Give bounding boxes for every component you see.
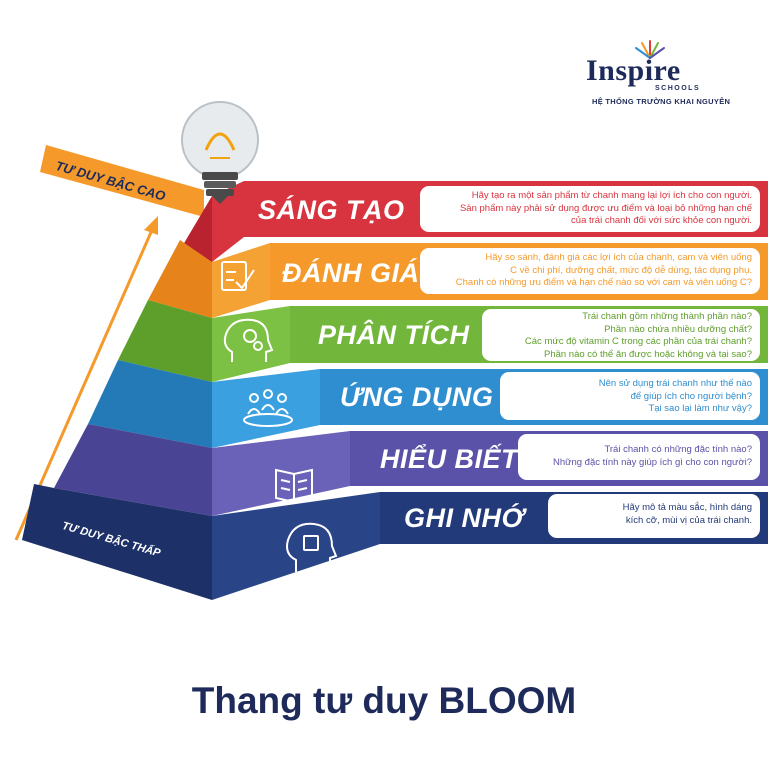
level-name-sang-tao: SÁNG TẠO bbox=[258, 195, 405, 225]
high-label-ribbon bbox=[40, 145, 204, 217]
level-desc-ung-dung: Nên sử dụng trái chanh như thế nào để gi… bbox=[500, 372, 760, 420]
logo-tagline: HỆ THỐNG TRƯỜNG KHAI NGUYÊN bbox=[592, 97, 731, 106]
head-memory-icon bbox=[286, 522, 338, 572]
lightbulb-icon bbox=[181, 101, 259, 204]
level-desc-sang-tao: Hãy tạo ra một sản phẩm từ chanh mang lạ… bbox=[420, 186, 760, 232]
logo-sunburst-icon bbox=[635, 40, 665, 59]
head-gears-icon bbox=[223, 318, 274, 362]
level-desc-hieu-biet: Trái chanh có những đặc tính nào? Những … bbox=[518, 434, 760, 480]
level-name-ung-dung: ỨNG DỤNG bbox=[340, 382, 494, 412]
people-apply-icon bbox=[243, 389, 293, 427]
level-desc-danh-gia: Hãy so sánh, đánh giá các lợi ích của ch… bbox=[420, 248, 760, 294]
level-name-danh-gia: ĐÁNH GIÁ bbox=[282, 258, 420, 288]
level-name-ghi-nho: GHI NHỚ bbox=[404, 503, 525, 533]
evaluate-checklist-icon bbox=[221, 261, 255, 291]
level-desc-ghi-nho: Hãy mô tả màu sắc, hình dáng kích cỡ, mù… bbox=[548, 494, 760, 538]
level-name-hieu-biet: HIỂU BIẾT bbox=[380, 444, 519, 474]
pyramid-layer-navy bbox=[22, 484, 212, 600]
pyramid-layer-purple bbox=[54, 424, 212, 516]
logo-wordmark: Inspire bbox=[586, 54, 681, 87]
pyramid-layer-green bbox=[118, 300, 212, 382]
open-book-icon bbox=[275, 468, 313, 504]
level-name-phan-tich: PHÂN TÍCH bbox=[318, 320, 470, 350]
page-title: Thang tư duy BLOOM bbox=[191, 680, 577, 721]
logo-subtitle: SCHOOLS bbox=[655, 85, 701, 92]
pyramid-layer-blue bbox=[88, 360, 212, 448]
level-desc-phan-tich: Trái chanh gồm những thành phần nào? Phầ… bbox=[482, 309, 760, 361]
pyramid-layer-orange bbox=[148, 240, 212, 318]
